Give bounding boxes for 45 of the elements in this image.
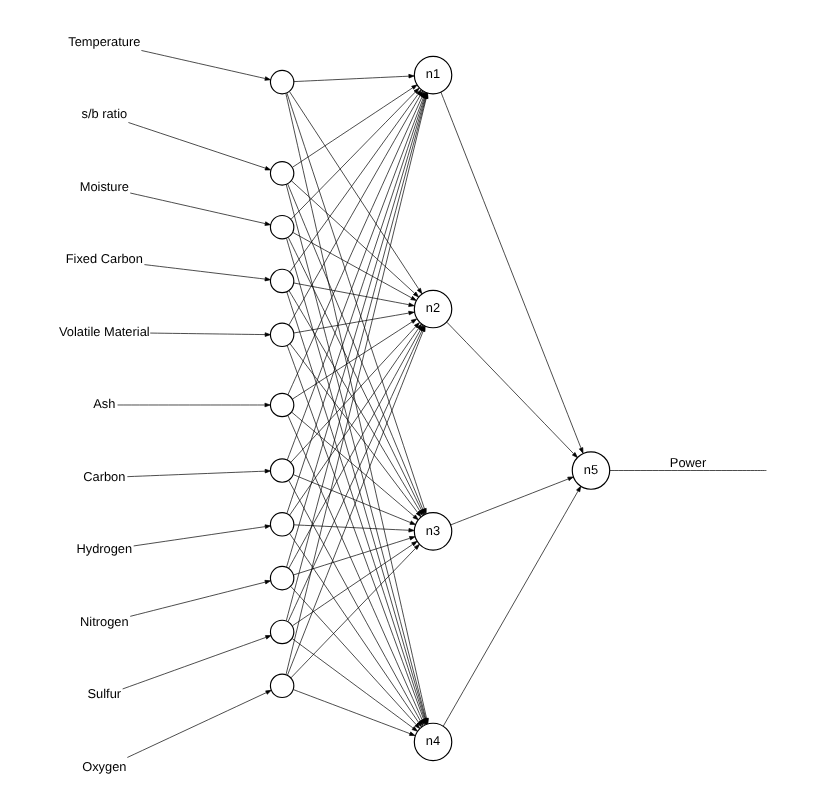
node-circle (268, 322, 294, 348)
arrow (291, 84, 417, 168)
arrow (292, 689, 415, 736)
node-circle (268, 673, 294, 699)
arrow (126, 468, 270, 477)
arrow (116, 402, 270, 408)
arrow (439, 91, 583, 454)
arrow (441, 485, 581, 727)
arrow (292, 74, 414, 82)
node-circle (268, 214, 294, 240)
arrow (445, 321, 577, 458)
arrow (292, 524, 414, 533)
arrow (290, 638, 417, 732)
arrow (289, 586, 420, 729)
arrow (126, 690, 271, 758)
arrow (290, 411, 418, 521)
arrow (128, 192, 270, 226)
arrow (289, 544, 419, 679)
node-circle (268, 392, 294, 418)
arrow (121, 635, 271, 690)
node-circle (268, 458, 294, 483)
node-circle (268, 161, 294, 186)
node-circle (268, 69, 294, 95)
arrow (148, 332, 270, 337)
arrow (292, 474, 415, 525)
arrow (289, 180, 418, 298)
node-circle (268, 512, 294, 537)
arrow (143, 264, 270, 282)
arrow (292, 282, 414, 307)
arrow (140, 50, 270, 81)
arrow (292, 536, 415, 576)
arrow (132, 524, 270, 547)
arrow (291, 541, 417, 626)
node-circle (268, 565, 294, 591)
node-circle (268, 619, 294, 645)
arrow (289, 87, 419, 220)
arrow (127, 122, 270, 171)
arrow (449, 476, 573, 526)
connector (608, 470, 766, 471)
node-circle (268, 268, 294, 294)
arrow (289, 322, 419, 463)
arrow (291, 318, 416, 400)
arrow (292, 310, 414, 334)
arrow (291, 232, 416, 301)
arrow (128, 579, 270, 617)
